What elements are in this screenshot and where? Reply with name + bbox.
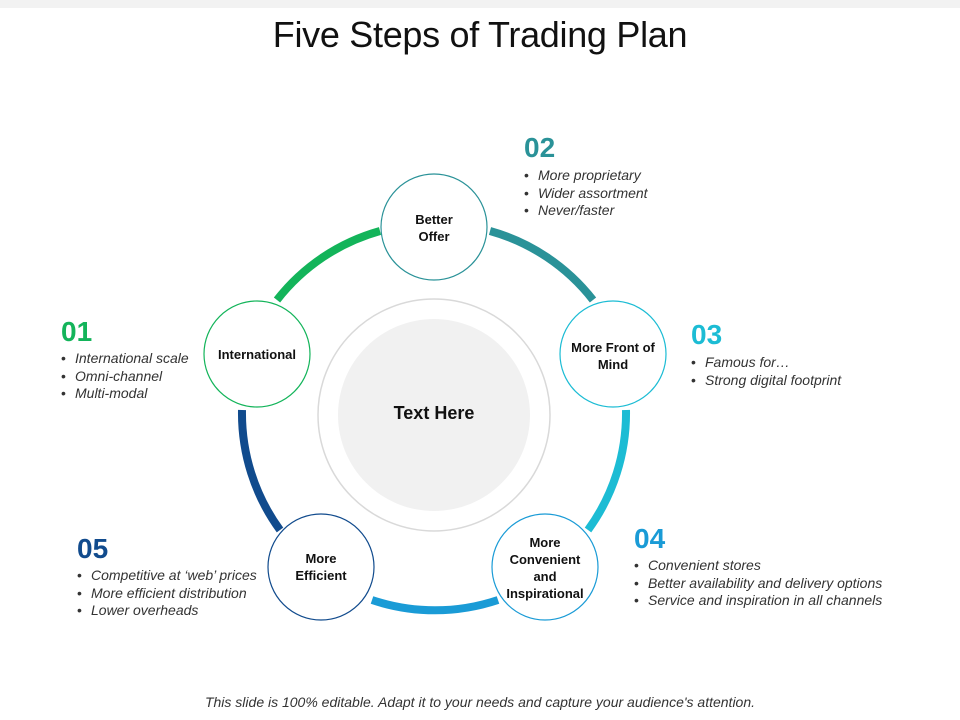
bullet-item: Multi-modal (61, 385, 189, 403)
node-label-03: More Front of Mind (571, 340, 655, 372)
step-bullets-04: Convenient stores Better availability an… (634, 557, 882, 610)
bullet-item: Omni-channel (61, 368, 189, 386)
bullet-item: Convenient stores (634, 557, 882, 575)
bullet-item: Competitive at ‘web’ prices (77, 567, 257, 585)
step-number-05: 05 (77, 533, 109, 564)
ring-arc-5-1 (237, 409, 284, 533)
bullet-item: Famous for… (691, 354, 841, 372)
center-label: Text Here (393, 403, 475, 423)
bullet-item: More efficient distribution (77, 585, 257, 603)
step-bullets-05: Competitive at ‘web’ prices More efficie… (77, 567, 257, 620)
node-circle-02 (380, 173, 488, 281)
top-band (0, 0, 960, 8)
bullet-item: More proprietary (524, 167, 648, 185)
bullet-item: Lower overheads (77, 602, 257, 620)
node-label-01: International (217, 347, 296, 362)
node-circle-04 (491, 513, 599, 621)
ring-arc-3-4 (584, 409, 631, 533)
bullet-item: Never/faster (524, 202, 648, 220)
node-circle-03 (559, 300, 667, 408)
node-circle-05 (267, 513, 375, 621)
step-number-03: 03 (691, 319, 723, 350)
ring-arc-2-3 (488, 227, 597, 303)
bullet-item: Wider assortment (524, 185, 648, 203)
node-label-05: More Efficient (295, 551, 347, 583)
bullet-item: Service and inspiration in all channels (634, 592, 882, 610)
footer-note: This slide is 100% editable. Adapt it to… (204, 694, 756, 710)
slide-title: Five Steps of Trading Plan (272, 14, 688, 55)
bullet-item: Better availability and delivery options (634, 575, 882, 593)
center-inner-circle (338, 319, 530, 511)
step-number-04: 04 (634, 523, 666, 554)
step-bullets-01: International scale Omni-channel Multi-m… (61, 350, 189, 403)
step-bullets-02: More proprietary Wider assortment Never/… (524, 167, 648, 220)
step-number-02: 02 (524, 132, 556, 163)
ring-arc-1-2 (273, 227, 382, 303)
step-number-01: 01 (61, 316, 93, 347)
node-label-02: Better Offer (415, 212, 453, 244)
ring-arc-4-5 (370, 596, 500, 615)
bullet-item: Strong digital footprint (691, 372, 841, 390)
step-bullets-03: Famous for… Strong digital footprint (691, 354, 841, 389)
node-label-04: More Convenient and Inspirational (506, 535, 584, 601)
bullet-item: International scale (61, 350, 189, 368)
node-circle-01 (203, 300, 311, 408)
